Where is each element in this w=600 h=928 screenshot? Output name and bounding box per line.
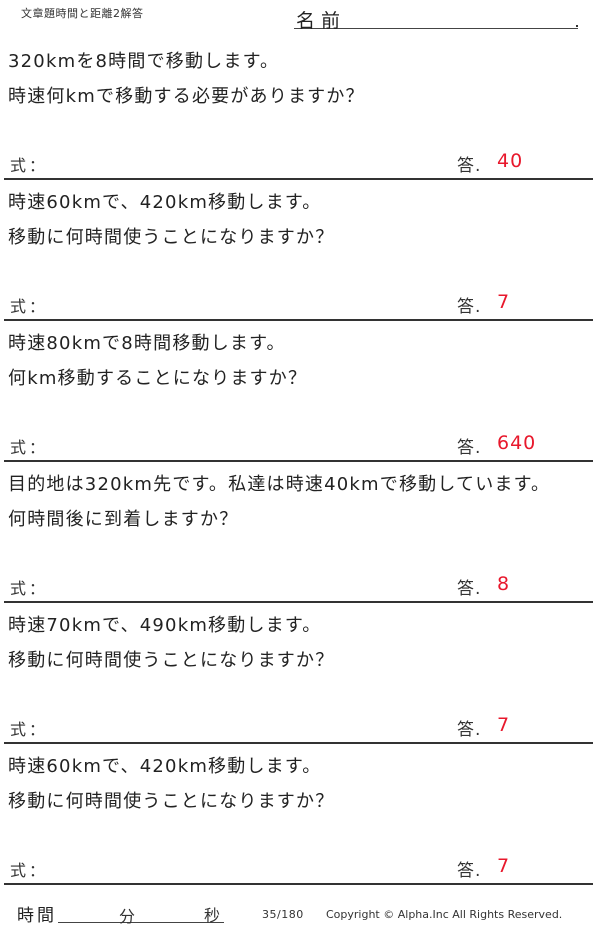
problem-1-line-1: 320kmを8時間で移動します。 — [8, 51, 280, 72]
formula-label: 式： — [10, 438, 49, 457]
seconds-label: 秒 — [204, 906, 221, 925]
problem-5: 時速70kmで、490km移動します。 移動に何時間使うことになりますか？ 式：… — [0, 603, 593, 744]
time-label: 時間 — [17, 906, 57, 926]
answer-label: 答. — [457, 156, 482, 176]
divider — [4, 883, 593, 885]
copyright: Copyright © Alpha.Inc All Rights Reserve… — [326, 908, 563, 921]
problem-5-line-2: 移動に何時間使うことになりますか？ — [8, 650, 335, 671]
footer: 時間 分 秒 35/180 Copyright © Alpha.Inc All … — [0, 895, 600, 928]
formula-label: 式： — [10, 720, 49, 739]
problem-3-line-2: 何km移動することになりますか？ — [8, 368, 308, 389]
answer-label: 答. — [457, 297, 482, 317]
divider — [4, 742, 593, 744]
divider — [4, 460, 593, 462]
answer-label: 答. — [457, 438, 482, 458]
problem-6: 時速60kmで、420km移動します。 移動に何時間使うことになりますか？ 式：… — [0, 744, 593, 885]
problem-3-line-1: 時速80kmで8時間移動します。 — [8, 333, 286, 354]
problem-5-line-1: 時速70kmで、490km移動します。 — [8, 615, 322, 636]
formula-label: 式： — [10, 861, 49, 880]
problem-4: 目的地は320km先です。私達は時速40kmで移動しています。 何時間後に到着し… — [0, 462, 593, 603]
formula-label: 式： — [10, 297, 49, 316]
answer-label: 答. — [457, 579, 482, 599]
problem-6-line-1: 時速60kmで、420km移動します。 — [8, 756, 322, 777]
problem-3-answer: 640 — [497, 432, 537, 454]
problem-2-answer: 7 — [497, 291, 511, 313]
divider — [4, 319, 593, 321]
problem-4-answer: 8 — [497, 573, 511, 595]
problem-1-line-2: 時速何kmで移動する必要がありますか？ — [8, 86, 365, 107]
divider — [4, 601, 593, 603]
problem-2-line-1: 時速60kmで、420km移動します。 — [8, 192, 322, 213]
name-field[interactable]: 名前 — [294, 6, 578, 32]
minutes-label: 分 — [119, 907, 136, 926]
problem-4-line-2: 何時間後に到着しますか？ — [8, 509, 239, 530]
problem-2-line-2: 移動に何時間使うことになりますか？ — [8, 227, 335, 248]
divider — [4, 178, 593, 180]
name-label: 名前 — [296, 10, 347, 32]
problem-5-answer: 7 — [497, 714, 511, 736]
formula-label: 式： — [10, 156, 49, 175]
problem-6-line-2: 移動に何時間使うことになりますか？ — [8, 791, 335, 812]
page-number: 35/180 — [262, 908, 304, 921]
problem-6-answer: 7 — [497, 855, 511, 877]
problem-2: 時速60kmで、420km移動します。 移動に何時間使うことになりますか？ 式：… — [0, 180, 593, 321]
answer-label: 答. — [457, 861, 482, 881]
answer-label: 答. — [457, 720, 482, 740]
document-title: 文章題時間と距離2解答 — [21, 7, 144, 20]
name-field-end-dot — [576, 25, 578, 27]
formula-label: 式： — [10, 579, 49, 598]
problem-3: 時速80kmで8時間移動します。 何km移動することになりますか？ 式： 答. … — [0, 321, 593, 462]
problem-1-answer: 40 — [497, 150, 524, 172]
time-entry-line[interactable] — [58, 922, 224, 923]
problem-4-line-1: 目的地は320km先です。私達は時速40kmで移動しています。 — [8, 474, 551, 495]
problem-1: 320kmを8時間で移動します。 時速何kmで移動する必要がありますか？ 式： … — [0, 39, 593, 180]
